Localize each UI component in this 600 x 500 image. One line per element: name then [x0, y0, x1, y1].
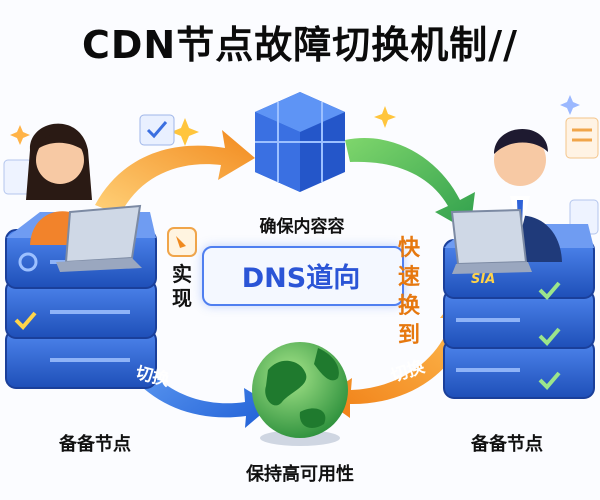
orange-arrow-top-left — [95, 130, 255, 215]
man-laptop-icon — [450, 128, 562, 274]
label-high-availability: 保持高可用性 — [246, 464, 354, 485]
globe-icon — [252, 342, 348, 446]
label-fast-switch: 快速换到 — [398, 236, 421, 348]
label-backup-node-left: 备备节点 — [59, 434, 131, 455]
dns-box — [202, 246, 404, 306]
page-title: CDN节点故障切换机制// — [82, 23, 518, 67]
label-ensure-content: 确保内容容 — [259, 217, 345, 237]
label-backup-node-right: 备备节点 — [471, 434, 543, 455]
label-realize: 实现 — [172, 262, 192, 310]
blue-cube-icon — [255, 92, 345, 192]
woman-laptop-icon — [26, 123, 142, 272]
decorations — [3, 95, 599, 235]
green-arrow-top-right — [345, 138, 475, 232]
server-logo: SIA — [471, 272, 496, 287]
tag-icon — [167, 227, 197, 257]
label-dns: DNS道向 — [241, 263, 361, 294]
